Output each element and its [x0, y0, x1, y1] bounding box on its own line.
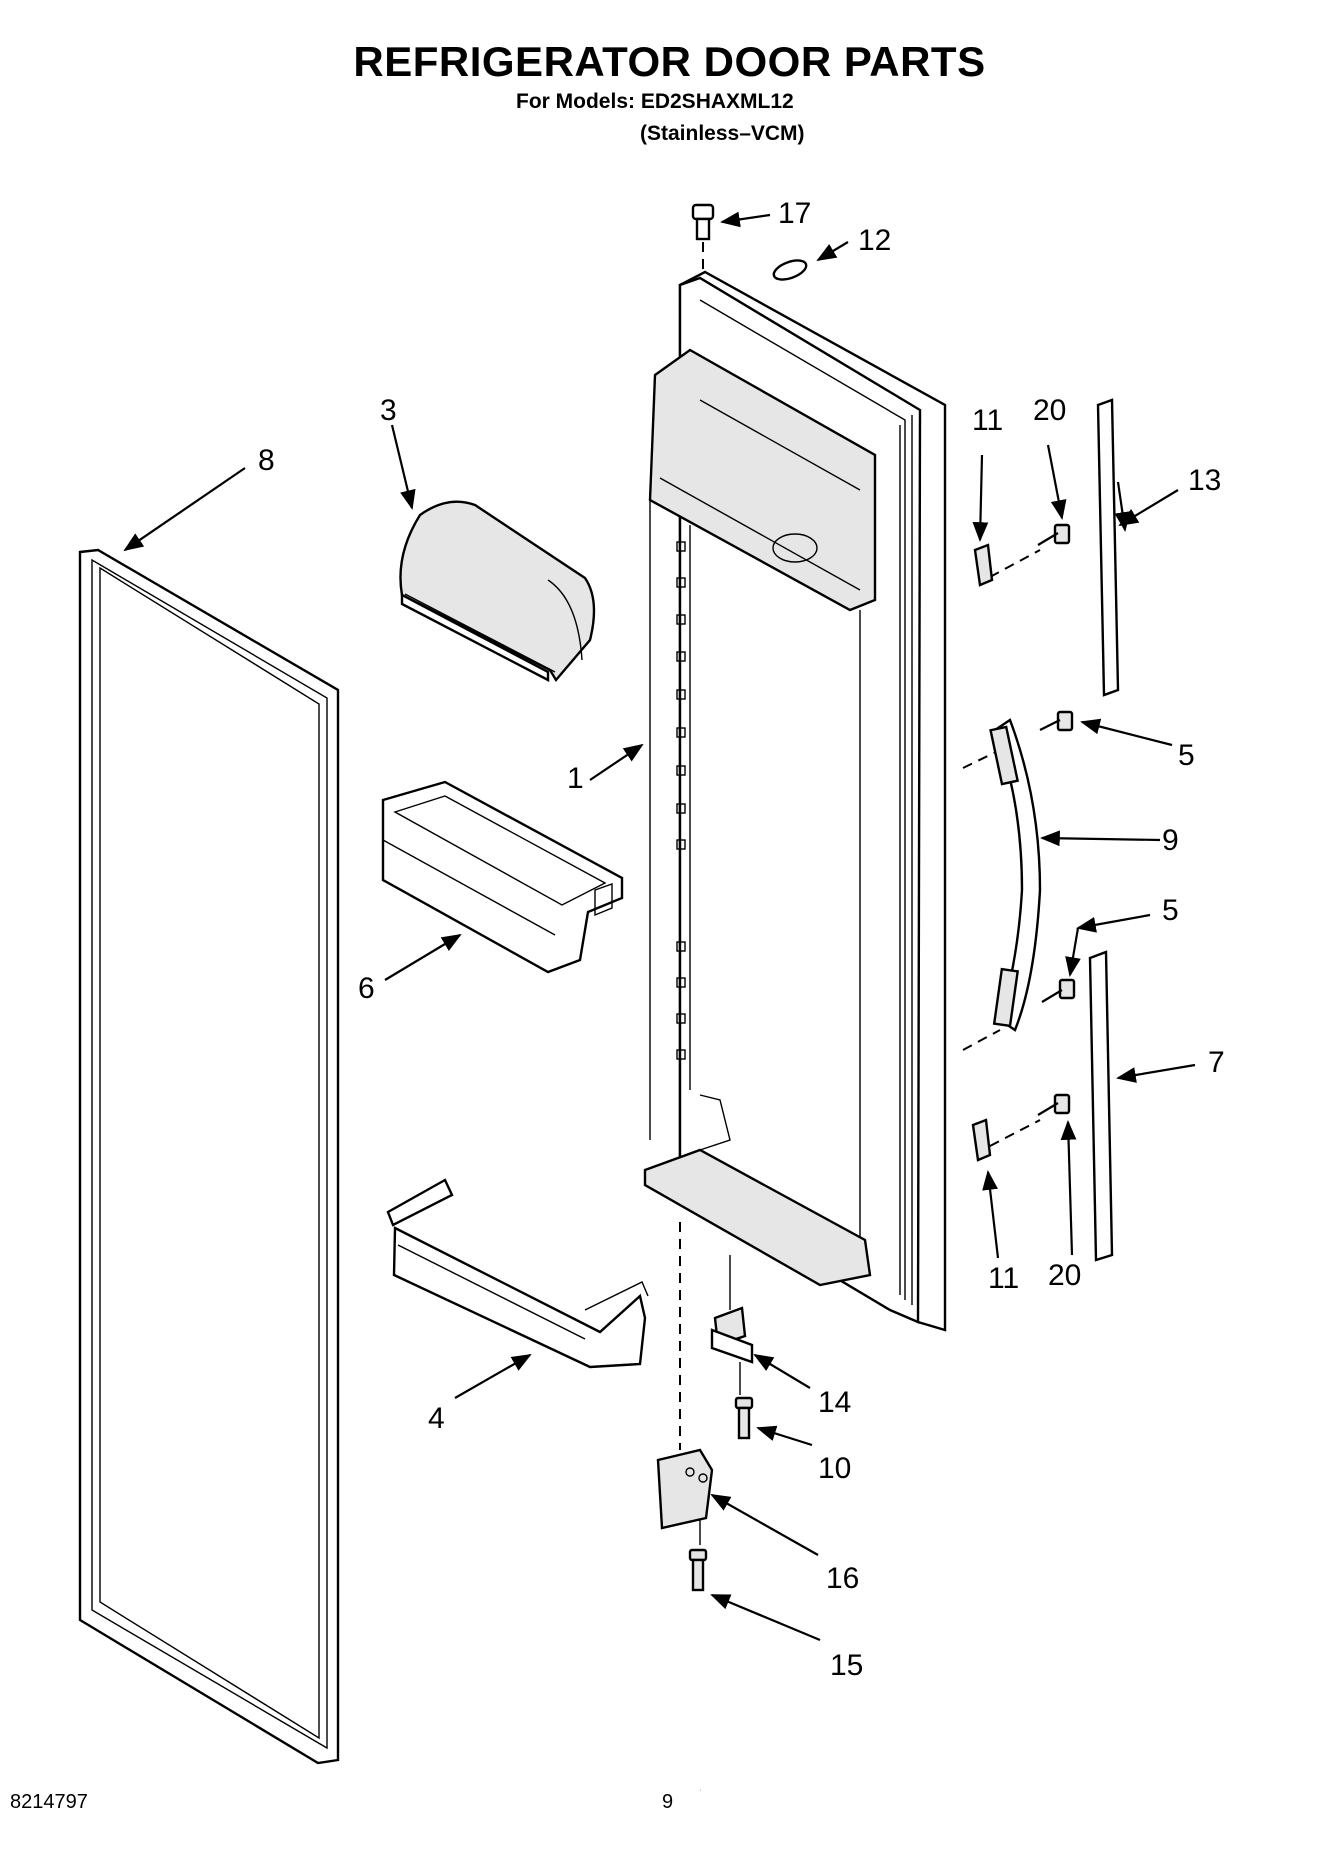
- callout-4: 4: [428, 1402, 445, 1435]
- callout-15: 15: [830, 1649, 863, 1682]
- door-bin-part-6: [381, 780, 624, 974]
- callout-14: 14: [818, 1386, 851, 1419]
- callout-13: 13: [1188, 464, 1221, 497]
- callout-1: 1: [567, 762, 584, 795]
- models-line: For Models: ED2SHAXML12: [516, 90, 794, 113]
- callout-11-top: 11: [972, 404, 1003, 437]
- callout-17: 17: [778, 197, 811, 230]
- screw-part-15: [688, 1548, 708, 1592]
- door-handle-part-9: [989, 718, 1042, 1032]
- callout-5-bottom: 5: [1162, 894, 1179, 927]
- page-number: 9: [662, 1791, 674, 1813]
- door-gasket-part-8: [78, 548, 340, 1765]
- screw-part-20-top: [1037, 523, 1071, 546]
- callout-9: 9: [1162, 824, 1179, 857]
- handle-screw-part-5-bottom: [1041, 978, 1076, 1003]
- callout-7: 7: [1208, 1046, 1225, 1079]
- callout-16: 16: [826, 1562, 859, 1595]
- door-shelf-part-4: [386, 1178, 649, 1369]
- door-assembly-part-1: [643, 270, 947, 1332]
- callout-11-bottom: 11: [988, 1262, 1019, 1295]
- variant-line: (Stainless–VCM): [640, 122, 805, 145]
- hinge-bushing-part-17: [691, 203, 715, 275]
- hinge-pin-part-14: [710, 1306, 754, 1395]
- screw-part-20-bottom: [1037, 1093, 1071, 1116]
- hinge-bracket-part-16: [656, 1448, 714, 1530]
- screw-part-10: [734, 1396, 754, 1440]
- washer-part-12: [772, 259, 808, 281]
- document-number: 8214797: [10, 1791, 88, 1813]
- callout-20-top: 20: [1033, 394, 1066, 427]
- clip-part-11-bottom: [971, 1118, 992, 1162]
- trim-part-13: [1096, 398, 1120, 697]
- handle-screw-part-5-top: [1039, 710, 1074, 732]
- page-title: REFRIGERATOR DOOR PARTS: [353, 38, 986, 85]
- callout-3: 3: [380, 394, 397, 427]
- trim-part-7: [1088, 950, 1114, 1262]
- callout-5-top: 5: [1178, 739, 1195, 772]
- clip-part-11-top: [973, 543, 994, 587]
- callout-6: 6: [358, 972, 375, 1005]
- callout-10: 10: [818, 1452, 851, 1485]
- callout-8: 8: [258, 444, 275, 477]
- dairy-compartment-part-3: [399, 500, 596, 683]
- callout-20-bottom: 20: [1048, 1259, 1081, 1292]
- leader-arrows: [123, 211, 1196, 1642]
- callout-12: 12: [858, 224, 891, 257]
